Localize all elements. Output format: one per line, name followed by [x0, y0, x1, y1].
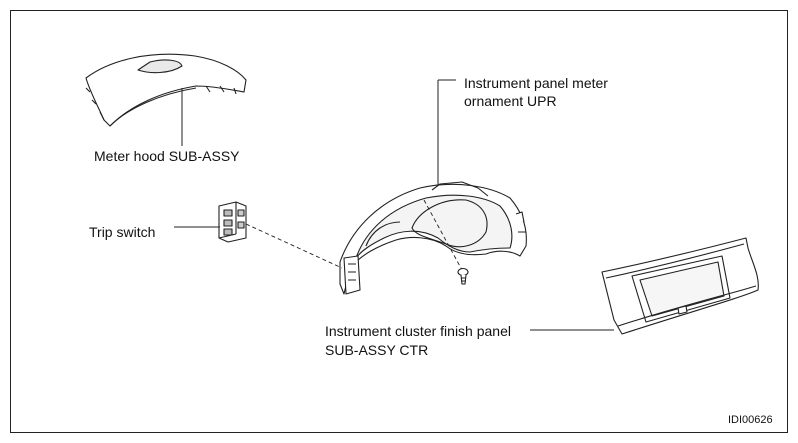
finish-panel-label-line1: Instrument cluster finish panel [325, 323, 511, 339]
meter-hood-label: Meter hood SUB-ASSY [94, 148, 240, 164]
screw-dashed-line [423, 199, 463, 271]
meter-hood-part [85, 53, 247, 127]
trip-switch-label: Trip switch [89, 224, 156, 240]
diagram-frame [10, 10, 788, 433]
ornament-label-line2: ornament UPR [464, 93, 557, 109]
ornament-label-line1: Instrument panel meter [464, 75, 608, 91]
figure-code: IDI00626 [728, 414, 773, 426]
finish-panel-part [601, 237, 759, 335]
finish-panel-label-line2: SUB-ASSY CTR [325, 342, 429, 358]
meter-ornament-part [339, 181, 527, 295]
trip-switch-dashed-line [245, 223, 343, 269]
screw-part [457, 267, 469, 285]
trip-switch-part [218, 201, 247, 243]
